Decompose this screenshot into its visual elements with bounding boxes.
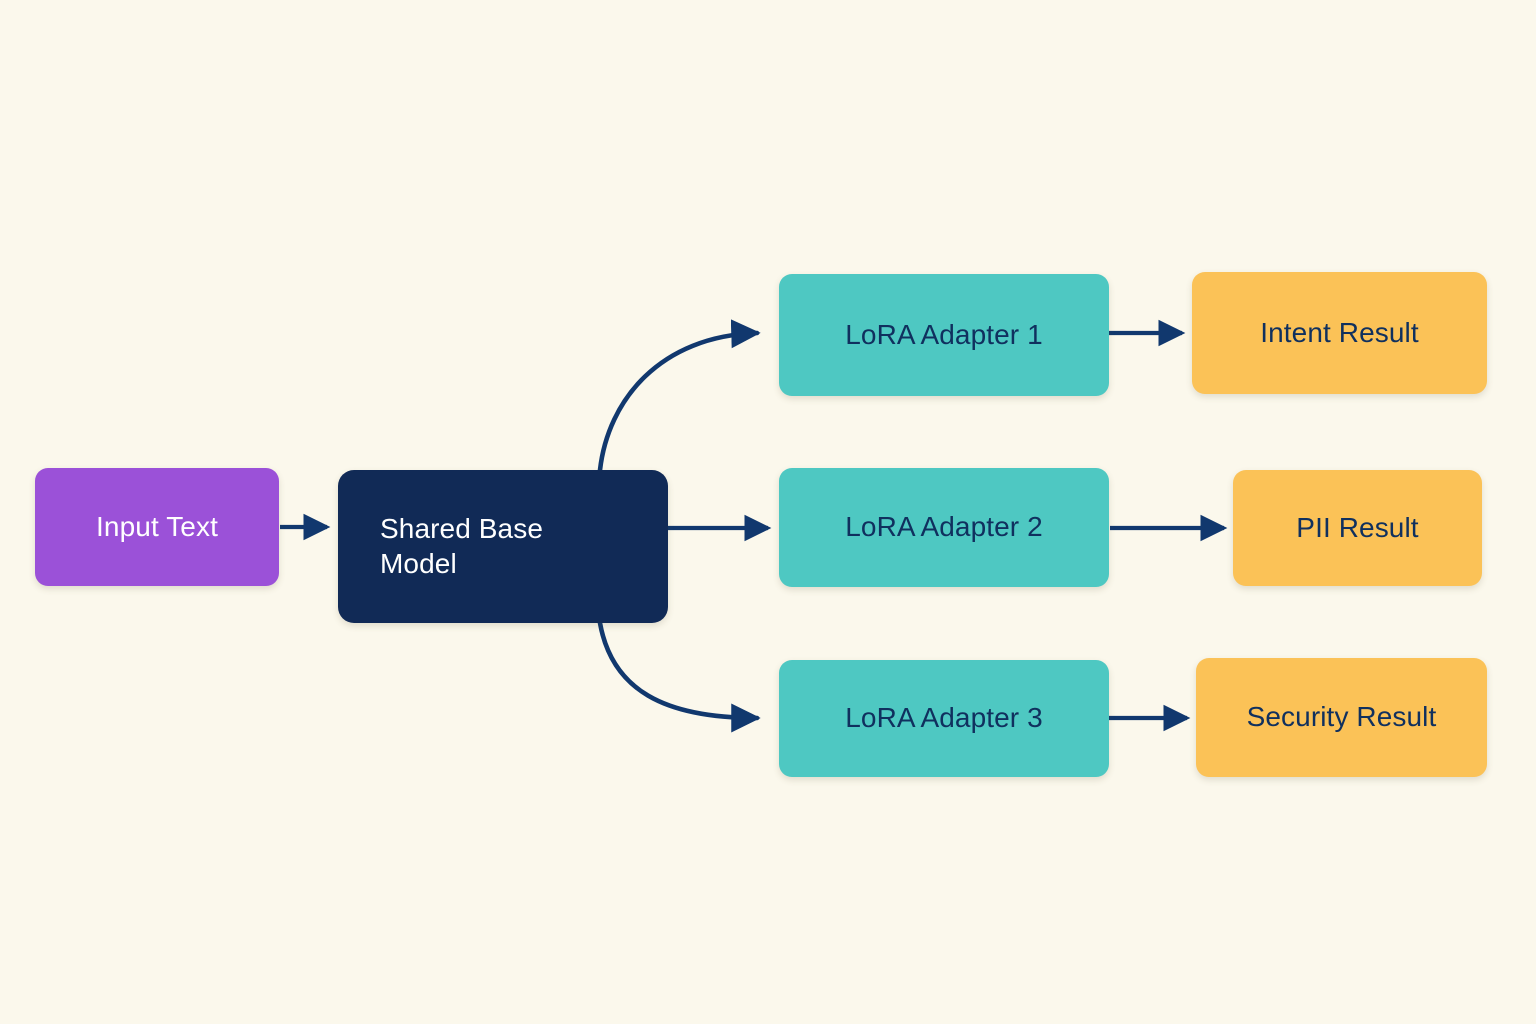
node-lora-adapter-3[interactable]: LoRA Adapter 3: [779, 660, 1109, 777]
node-input-text-label: Input Text: [96, 510, 218, 542]
node-lora-adapter-1-label: LoRA Adapter 1: [845, 318, 1043, 350]
node-lora-adapter-2[interactable]: LoRA Adapter 2: [779, 468, 1109, 587]
edge-base-to-adapter-3: [597, 620, 761, 733]
node-shared-base-model-label-line2: Model: [380, 547, 457, 579]
node-security-result-label: Security Result: [1246, 701, 1437, 733]
node-pii-result[interactable]: PII Result: [1233, 470, 1482, 586]
node-intent-result[interactable]: Intent Result: [1192, 272, 1487, 394]
node-lora-adapter-2-label: LoRA Adapter 2: [845, 511, 1043, 543]
node-security-result[interactable]: Security Result: [1196, 658, 1487, 777]
node-intent-result-label: Intent Result: [1260, 316, 1419, 348]
node-lora-adapter-1[interactable]: LoRA Adapter 1: [779, 274, 1109, 396]
node-shared-base-model-label-line1: Shared Base: [380, 513, 543, 545]
node-lora-adapter-3-label: LoRA Adapter 3: [845, 702, 1043, 734]
node-input-text[interactable]: Input Text: [35, 468, 279, 586]
edge-base-to-adapter-1: [597, 319, 761, 473]
node-pii-result-label: PII Result: [1296, 511, 1419, 543]
